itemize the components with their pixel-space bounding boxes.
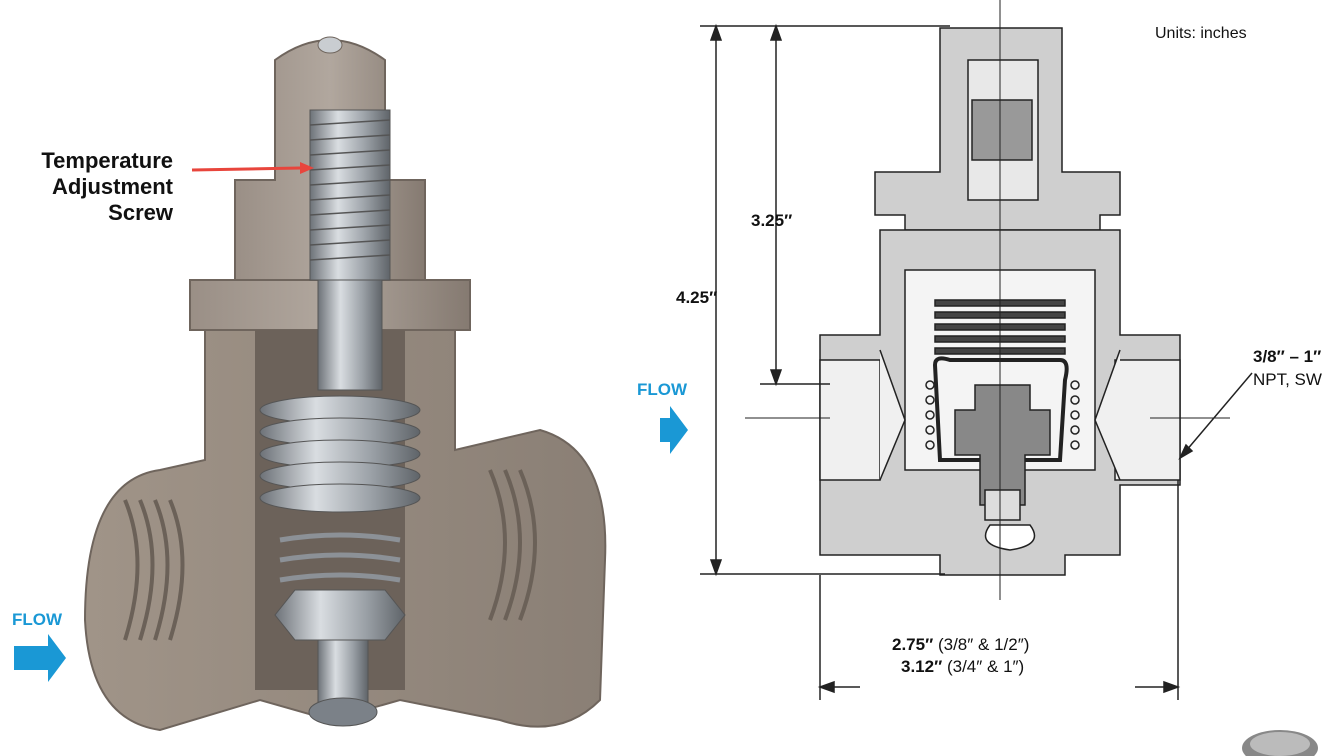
- inlet-threads: [123, 499, 185, 641]
- callout-arrow: [191, 166, 301, 172]
- temperature-adjustment-callout: Temperature Adjustment Screw: [20, 148, 173, 226]
- callout-line-2: Adjustment: [52, 174, 173, 199]
- callout-line-3: Screw: [108, 200, 173, 225]
- flow-label-left: FLOW: [12, 610, 63, 629]
- center-lines: [745, 0, 1230, 600]
- width-2-value: 3.12″: [901, 657, 943, 676]
- dimension-lines: [700, 23, 1253, 700]
- bellows-element: [259, 395, 421, 513]
- valve-dimension-drawing: [660, 0, 1318, 756]
- spring-and-valve-nut: [274, 532, 406, 727]
- width-dimension-small-sizes: 2.75″ (3/8″ & 1/2″): [892, 635, 1029, 655]
- sample-disc-icon: [1242, 730, 1318, 756]
- adjustment-screw: [309, 109, 391, 391]
- outlet-threads: [488, 469, 537, 621]
- connection-type-label: NPT, SW: [1253, 370, 1322, 389]
- width-1-note: (3/8″ & 1/2″): [937, 635, 1030, 654]
- width-dimension-large-sizes: 3.12″ (3/4″ & 1″): [901, 657, 1024, 677]
- connection-size-label: 3/8″ – 1″: [1253, 347, 1322, 366]
- flow-arrow-icon: [14, 634, 66, 682]
- flow-arrow-icon-right: [660, 406, 688, 454]
- inner-height-dimension: 3.25″: [751, 211, 793, 230]
- width-2-note: (3/4″ & 1″): [946, 657, 1025, 676]
- overall-height-dimension: 4.25″: [676, 288, 718, 307]
- callout-line-1: Temperature: [41, 148, 173, 173]
- valve-cutaway-illustration: [14, 36, 607, 732]
- callout-arrowhead: [300, 162, 314, 174]
- width-1-value: 2.75″: [892, 635, 934, 654]
- flow-label-right: FLOW: [637, 380, 688, 399]
- units-note: Units: inches: [1155, 25, 1247, 42]
